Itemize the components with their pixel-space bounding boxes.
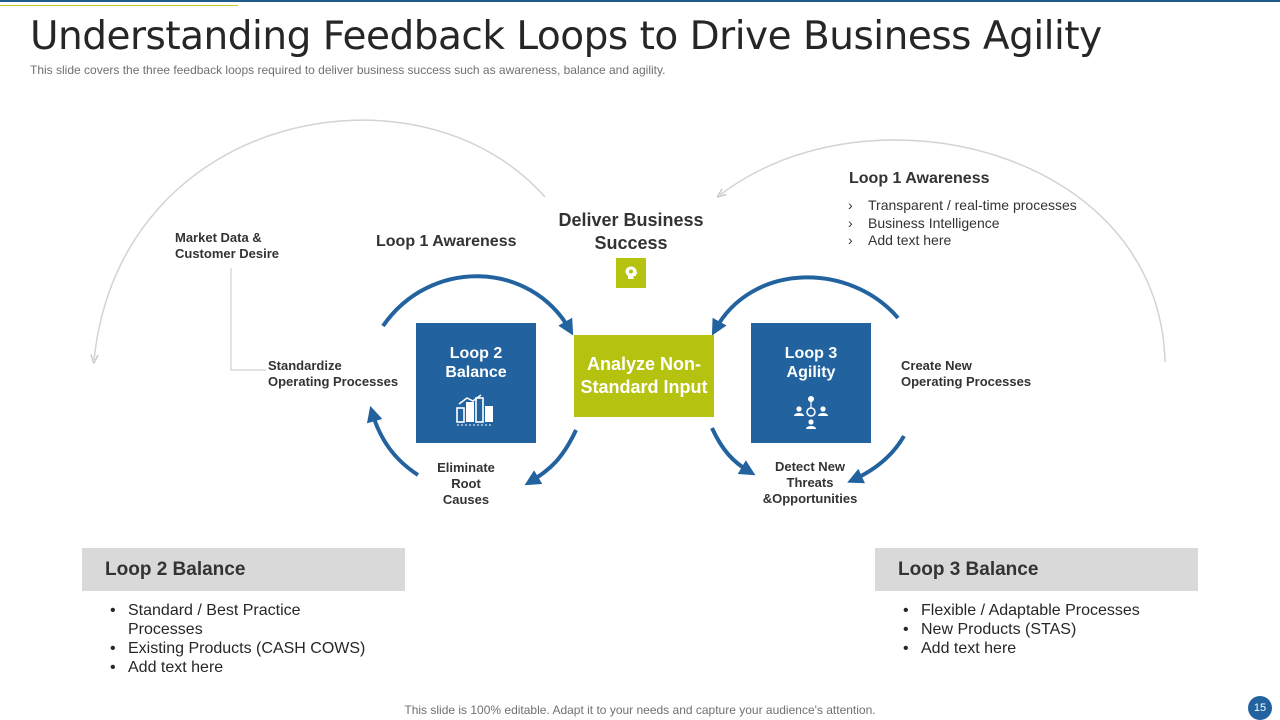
loop2-arrow-bottom-left bbox=[366, 405, 420, 477]
loop1-awareness-list: ›Transparent / real-time processes ›Busi… bbox=[848, 197, 1077, 250]
detect-threats-label: Detect New Threats &Opportunities bbox=[762, 459, 858, 506]
list-item: •New Products (STAS) bbox=[903, 621, 1077, 638]
loop1-awareness-left-label: Loop 1 Awareness bbox=[376, 233, 517, 250]
loop2-arrow-bottom-right bbox=[524, 429, 578, 486]
list-item: ›Transparent / real-time processes bbox=[848, 197, 1077, 213]
list-item: ›Add text here bbox=[848, 232, 952, 248]
loop3-arrow-top bbox=[711, 275, 900, 336]
team-network-icon bbox=[794, 396, 828, 429]
create-new-processes-label: Create New Operating Processes bbox=[901, 358, 1032, 389]
list-item: ›Business Intelligence bbox=[848, 214, 1000, 231]
list-item: •Existing Products (CASH COWS) bbox=[110, 640, 366, 657]
slide-subtitle: This slide covers the three feedback loo… bbox=[30, 63, 666, 77]
loop1-awareness-right-title: Loop 1 Awareness bbox=[849, 170, 990, 187]
loop2-balance-box: Loop 2 Balance bbox=[416, 323, 536, 443]
market-data-connector bbox=[230, 268, 266, 371]
loop2-arrow-top bbox=[381, 274, 574, 336]
eliminate-root-causes-label: Eliminate Root Causes bbox=[437, 460, 495, 507]
city-growth-icon bbox=[456, 394, 493, 426]
slide-title: Understanding Feedback Loops to Drive Bu… bbox=[30, 14, 1102, 59]
loop3-panel-list: •Flexible / Adaptable Processes •New Pro… bbox=[901, 601, 1140, 658]
lightbulb-head-icon bbox=[616, 258, 646, 288]
loop3-arrow-bottom-right bbox=[847, 434, 906, 484]
loop2-panel-title: Loop 2 Balance bbox=[82, 548, 405, 591]
list-item: •Add text here bbox=[903, 640, 1017, 657]
top-rule bbox=[0, 0, 1280, 2]
deliver-success-label: Deliver Business Success bbox=[558, 210, 704, 253]
market-data-label: Market Data & Customer Desire bbox=[175, 230, 280, 261]
loop3-panel-title: Loop 3 Balance bbox=[875, 548, 1198, 591]
list-item: •Standard / Best Practice bbox=[110, 602, 301, 619]
loop3-agility-box: Loop 3 Agility bbox=[751, 323, 871, 443]
loop3-arrow-bottom-left bbox=[710, 427, 756, 476]
outer-arc-right bbox=[720, 139, 1166, 363]
list-item: Processes bbox=[128, 621, 203, 638]
standardize-label: Standardize Operating Processes bbox=[268, 358, 399, 389]
page-number-badge: 15 bbox=[1248, 696, 1272, 720]
list-item: •Flexible / Adaptable Processes bbox=[903, 602, 1140, 619]
analyze-input-box: Analyze Non- Standard Input bbox=[574, 335, 714, 417]
loop2-panel-list: •Standard / Best Practice Processes •Exi… bbox=[108, 601, 365, 677]
outer-arc-left bbox=[94, 119, 546, 360]
top-accent-rule bbox=[0, 5, 238, 6]
list-item: •Add text here bbox=[110, 659, 224, 676]
slide-footer: This slide is 100% editable. Adapt it to… bbox=[404, 703, 876, 717]
